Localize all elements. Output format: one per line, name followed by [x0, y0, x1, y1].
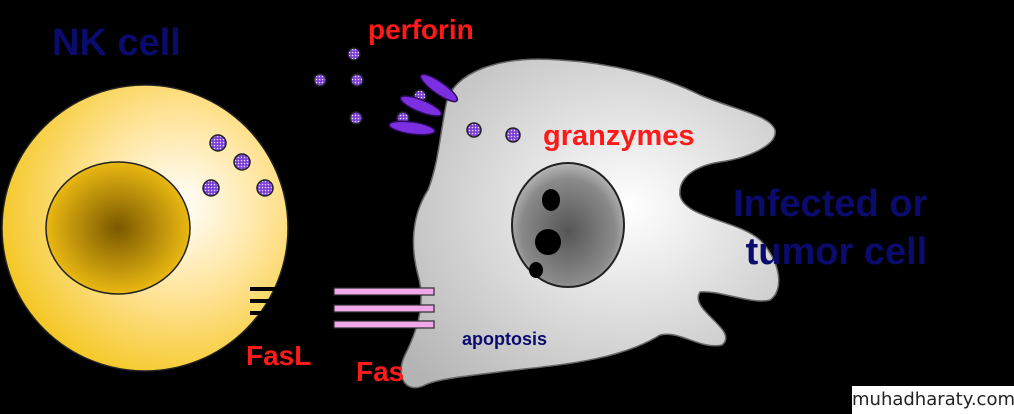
fas-label: Fas — [356, 356, 405, 387]
watermark: muhadharaty.com — [852, 386, 1014, 414]
granule — [466, 122, 482, 138]
nucleolus — [542, 189, 560, 211]
fasl-bar — [250, 287, 276, 291]
fasl-bar — [250, 299, 276, 303]
perforin-pore — [419, 73, 459, 103]
granule — [347, 47, 361, 61]
fas-receptor — [333, 320, 435, 329]
fas-receptor — [333, 287, 435, 296]
target-cell-nucleus — [511, 162, 625, 288]
apoptosis-label: apoptosis — [462, 329, 548, 349]
fas-receptor — [333, 304, 435, 313]
granule — [233, 153, 251, 171]
perforin-pore — [399, 95, 443, 117]
granule — [505, 127, 521, 143]
perforin-label: perforin — [368, 14, 474, 45]
target-cell-label: Infected or tumor cell — [733, 180, 927, 276]
fasl-label: FasL — [246, 340, 312, 371]
granule — [350, 73, 364, 87]
granule — [256, 179, 274, 197]
target-cell-label-line2: tumor cell — [745, 231, 928, 273]
granule — [313, 73, 327, 87]
granule — [349, 111, 363, 125]
granzymes-label: granzymes — [543, 120, 695, 152]
nucleolus — [535, 229, 561, 255]
nk-cell-label: NK cell — [52, 22, 181, 64]
fasl-bar — [250, 311, 276, 315]
target-cell-label-line1: Infected or — [733, 183, 928, 225]
granule — [202, 179, 220, 197]
nucleolus — [529, 262, 543, 278]
granule — [209, 134, 227, 152]
perforin-pore — [388, 120, 436, 136]
nk-cell-nucleus — [45, 161, 191, 295]
